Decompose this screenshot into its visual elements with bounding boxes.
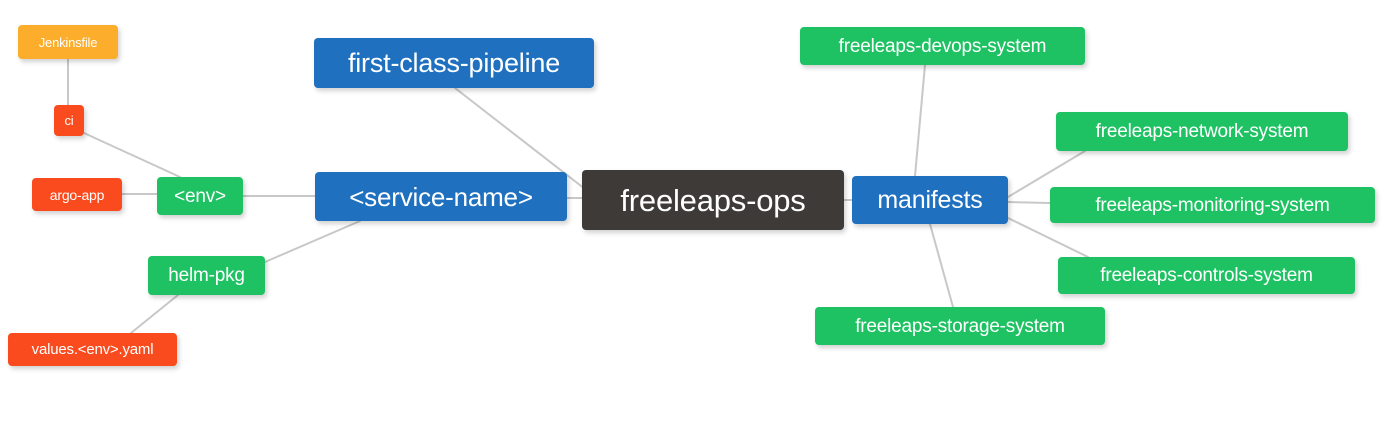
edge-manifests-to-freeleaps-controls-system bbox=[1007, 217, 1089, 258]
node-label-freeleaps-controls-system: freeleaps-controls-system bbox=[1100, 265, 1313, 286]
node-label-freeleaps-monitoring-system: freeleaps-monitoring-system bbox=[1095, 194, 1330, 216]
node-env[interactable]: <env> bbox=[157, 177, 243, 215]
node-label-values-env-yaml: values.<env>.yaml bbox=[31, 341, 154, 358]
edge-helm-pkg-to-values-env-yaml bbox=[130, 294, 179, 334]
node-freeleaps-monitoring-system[interactable]: freeleaps-monitoring-system bbox=[1050, 187, 1375, 223]
node-label-freeleaps-storage-system: freeleaps-storage-system bbox=[855, 315, 1065, 337]
node-label-helm-pkg: helm-pkg bbox=[168, 265, 245, 286]
node-service-name[interactable]: <service-name> bbox=[315, 172, 567, 221]
node-jenkinsfile[interactable]: Jenkinsfile bbox=[18, 25, 118, 59]
edge-service-name-to-helm-pkg bbox=[264, 220, 361, 263]
node-label-freeleaps-ops: freeleaps-ops bbox=[620, 182, 806, 218]
node-freeleaps-ops[interactable]: freeleaps-ops bbox=[582, 170, 844, 230]
edge-manifests-to-freeleaps-devops-system bbox=[914, 64, 926, 177]
edge-env-to-ci bbox=[83, 132, 181, 178]
node-freeleaps-devops-system[interactable]: freeleaps-devops-system bbox=[800, 27, 1085, 65]
edge-manifests-to-freeleaps-monitoring-system bbox=[1007, 201, 1051, 204]
node-label-freeleaps-network-system: freeleaps-network-system bbox=[1095, 121, 1309, 142]
node-label-freeleaps-devops-system: freeleaps-devops-system bbox=[838, 35, 1047, 57]
node-ci[interactable]: ci bbox=[54, 105, 84, 136]
node-label-env: <env> bbox=[174, 185, 226, 207]
node-label-ci: ci bbox=[64, 113, 74, 128]
node-freeleaps-network-system[interactable]: freeleaps-network-system bbox=[1056, 112, 1348, 151]
node-manifests[interactable]: manifests bbox=[852, 176, 1008, 224]
node-label-first-class-pipeline: first-class-pipeline bbox=[347, 47, 561, 78]
node-values-env-yaml[interactable]: values.<env>.yaml bbox=[8, 333, 177, 366]
node-freeleaps-controls-system[interactable]: freeleaps-controls-system bbox=[1058, 257, 1355, 294]
node-argo-app[interactable]: argo-app bbox=[32, 178, 122, 211]
node-label-jenkinsfile: Jenkinsfile bbox=[38, 34, 98, 50]
node-label-service-name: <service-name> bbox=[349, 181, 533, 212]
node-first-class-pipeline[interactable]: first-class-pipeline bbox=[314, 38, 594, 88]
node-label-argo-app: argo-app bbox=[49, 186, 105, 203]
node-helm-pkg[interactable]: helm-pkg bbox=[148, 256, 265, 295]
node-freeleaps-storage-system[interactable]: freeleaps-storage-system bbox=[815, 307, 1105, 345]
node-label-manifests: manifests bbox=[877, 185, 983, 214]
edge-manifests-to-freeleaps-storage-system bbox=[929, 223, 954, 308]
